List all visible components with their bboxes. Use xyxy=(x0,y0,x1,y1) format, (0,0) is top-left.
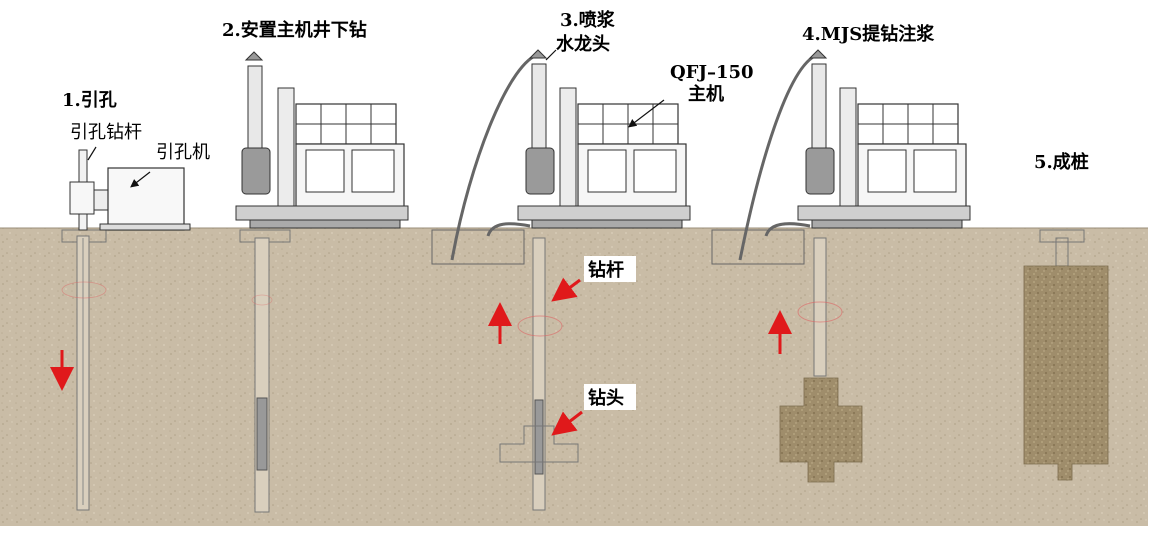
stage-3-jet-grouting xyxy=(431,49,691,511)
step-3-label: 3.喷浆 xyxy=(560,9,616,31)
swivel-label: 水龙头 xyxy=(556,33,610,55)
host-model-label: QFJ–150 xyxy=(670,62,754,83)
pilot-drill-rod-label: 引孔钻杆 xyxy=(70,122,142,143)
stage-5-completed-pile xyxy=(1023,229,1109,481)
stage-2-machine xyxy=(235,51,409,513)
rod-label: 钻杆 xyxy=(588,259,624,281)
host-label: 主机 xyxy=(688,83,724,105)
pilot-drill-machine-label: 引孔机 xyxy=(156,142,210,163)
stage-4-mjs-grouting xyxy=(711,49,971,483)
rod-label-bg xyxy=(584,256,636,282)
bit-label: 钻头 xyxy=(588,387,624,409)
step-1-label: 1.引孔 xyxy=(62,90,117,111)
step-4-label: 4.MJS提钻注浆 xyxy=(802,23,935,45)
step-2-label: 2.安置主机井下钻 xyxy=(222,19,367,41)
stage-1-pilot-hole xyxy=(50,146,191,511)
bit-label-bg xyxy=(584,384,636,410)
soil-ground xyxy=(0,228,1148,526)
step-5-label: 5.成桩 xyxy=(1034,151,1089,173)
